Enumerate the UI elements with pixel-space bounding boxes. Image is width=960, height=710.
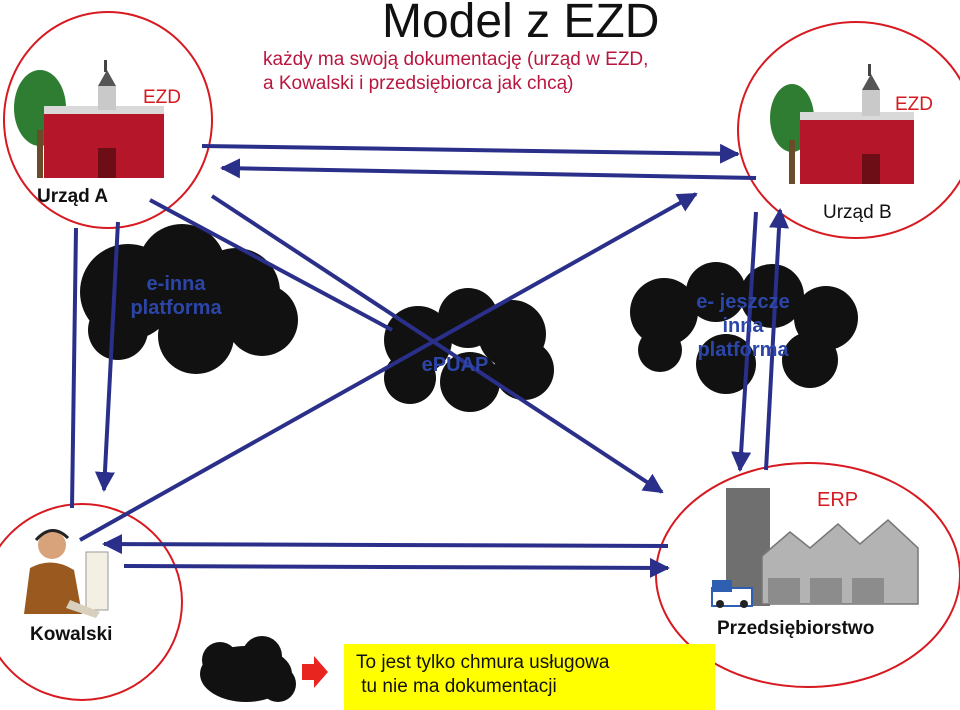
cloud-e-jeszcze-line-3: platforma (697, 339, 789, 361)
arrow-kowalski-to-przedsiebiorstwo (123, 557, 670, 578)
connection-arrows (70, 143, 790, 578)
cloud-epuap-label: ePUAP (421, 354, 489, 376)
arrow-urzad-a-to-kowalski (70, 227, 78, 509)
arrow-urzad-a-to-przedsiebiorstwo (210, 194, 664, 494)
kowalski-circle (0, 503, 183, 701)
przedsiebiorstwo-label: Przedsiębiorstwo (717, 618, 875, 639)
red-arrow-icon (302, 656, 328, 688)
urzad-b-label: Urząd B (823, 202, 892, 223)
arrow-urzad-b-to-przedsiebiorstwo (731, 211, 758, 472)
kowalski-label: Kowalski (30, 624, 113, 645)
arrow-kowalski-to-urzad-a (94, 221, 120, 492)
cloud-e-jeszcze-line-1: e- jeszcze (696, 291, 790, 313)
cloud-icon (200, 636, 296, 702)
building-icon (14, 60, 164, 178)
legend-note: To jest tylko chmura usługowa tu nie ma … (344, 644, 715, 710)
arrow-kowalski-to-urzad-b (79, 192, 698, 542)
przedsiebiorstwo-tag: ERP (817, 489, 859, 511)
urzad-a-tag: EZD (143, 87, 181, 108)
legend-note-line-1: To jest tylko chmura usługowa (356, 652, 610, 673)
legend-note-line-2: tu nie ma dokumentacji (356, 676, 557, 697)
urzad-b-circle (737, 21, 960, 239)
person-at-computer-icon (24, 529, 109, 618)
cloud-e-inna-label: e-inna platforma (104, 272, 248, 320)
cloud-e-inna-line-1: e-inna (146, 273, 206, 295)
cloud-e-jeszcze-label: e- jeszcze inna platforma (665, 290, 821, 362)
arrow-urzad-a-to-urzad-b (201, 143, 740, 164)
cloud-e-inna-line-2: platforma (130, 297, 222, 319)
cloud-e-jeszcze-line-2: inna (722, 315, 764, 337)
page-title: Model z EZD (382, 0, 660, 48)
cloud-icon (384, 288, 554, 412)
cloud-icon (630, 262, 858, 394)
urzad-b-tag: EZD (895, 94, 933, 115)
urzad-a-circle (3, 11, 213, 229)
arrow-urzad-b-to-urzad-a (220, 158, 757, 180)
building-icon (770, 64, 914, 184)
arrow-urzad-a-link (149, 198, 393, 332)
legend-note-text: To jest tylko chmura usługowa tu nie ma … (356, 651, 609, 699)
subtitle-line-2: a Kowalski i przedsiębiorca jak chcą) (263, 73, 574, 94)
arrow-przedsiebiorstwo-to-urzad-b (764, 208, 790, 471)
subtitle-line-1: każdy ma swoją dokumentację (urząd w EZD… (263, 49, 649, 70)
factory-icon (711, 488, 919, 608)
arrow-przedsiebiorstwo-to-kowalski (102, 534, 669, 555)
subtitle: każdy ma swoją dokumentację (urząd w EZD… (263, 48, 648, 96)
cloud-icon (80, 224, 298, 374)
urzad-a-label: Urząd A (37, 186, 109, 207)
